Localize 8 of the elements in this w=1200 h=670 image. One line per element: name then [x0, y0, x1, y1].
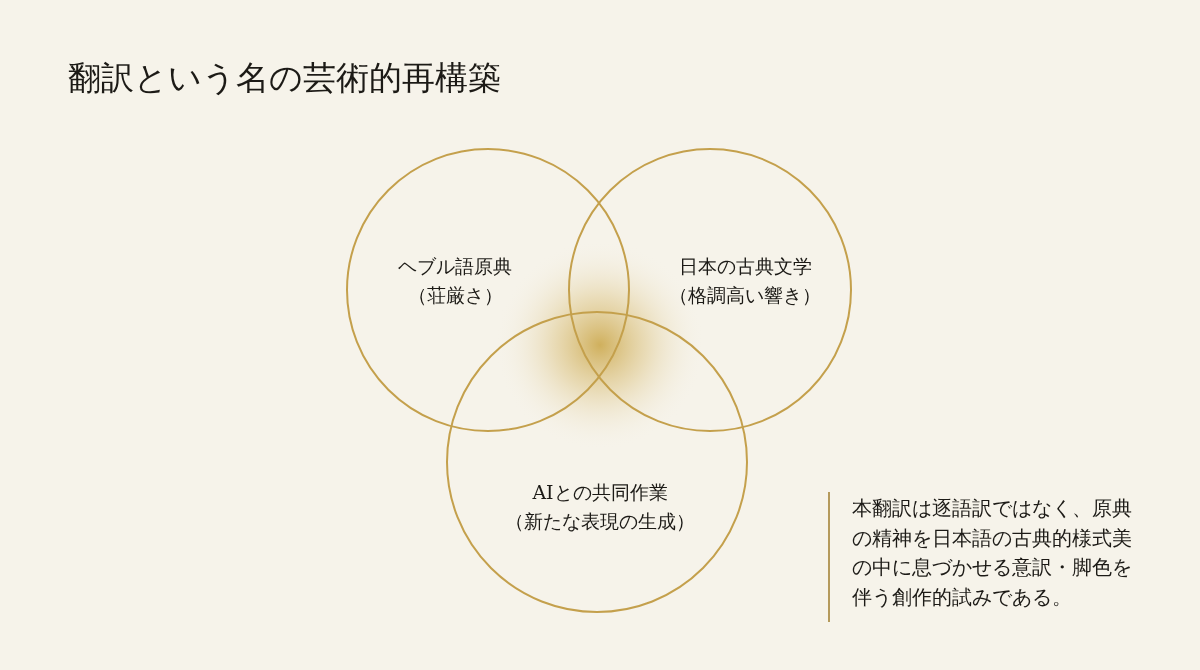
- circle-heading: AIとの共同作業: [531, 480, 669, 505]
- circle-subtitle: （格調高い響き）: [669, 283, 821, 308]
- note-text: 本翻訳は逐語訳ではなく、原典の精神を日本語の古典的様式美の中に息づかせる意訳・脚色を伴う創作的試みである。: [852, 495, 1133, 611]
- circle-subtitle: （新たな表現の生成）: [505, 509, 695, 534]
- circle-heading: ヘブル語原典: [398, 254, 512, 279]
- circle-heading: 日本の古典文学: [677, 254, 813, 279]
- title: 翻訳という名の芸術的再構築: [68, 57, 501, 99]
- circle-subtitle: （荘厳さ）: [406, 283, 504, 308]
